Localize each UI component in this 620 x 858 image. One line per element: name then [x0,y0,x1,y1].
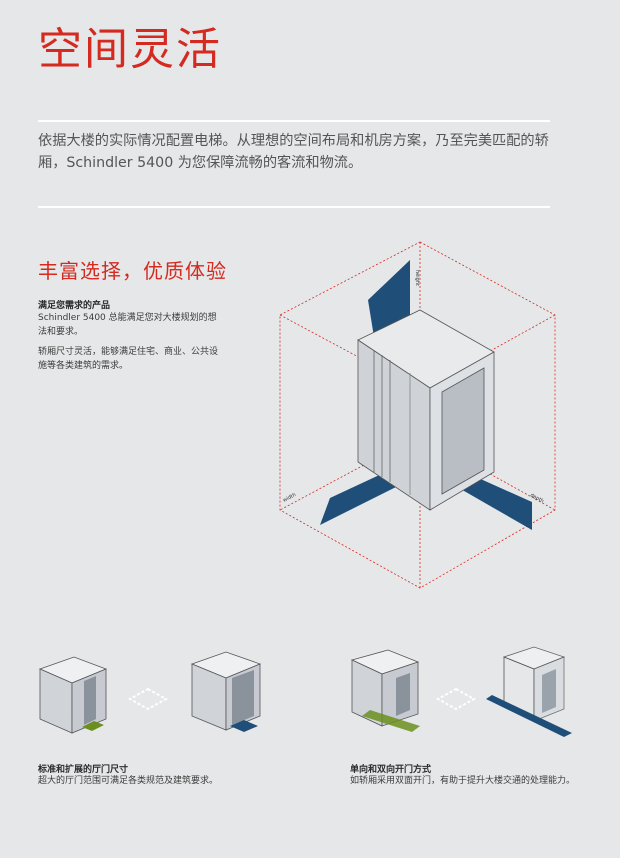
extended-door-car-diagram [190,651,262,732]
bottom-right-heading: 单向和双向开门方式 [350,765,432,775]
width-label: width [282,492,297,504]
bottom-left-text: 超大的厅门范围可满足各类规范及建筑要求。 [38,776,219,786]
option-connector-icon-2 [435,687,477,711]
page-title: 空间灵活 [38,24,222,75]
standard-door-car-diagram [38,656,108,734]
bottom-left-heading: 标准和扩展的厅门尺寸 [38,765,129,775]
feature-2-text: 轿厢尺寸灵活，能够满足住宅、商业、公共设施等各类建筑的需求。 [38,347,219,371]
intro-paragraph: 依据大楼的实际情况配置电梯。从理想的空间布局和机房方案，乃至完美匹配的轿厢，Sc… [38,133,549,171]
width-arrow [320,470,398,525]
bottom-right-text: 如轿厢采用双面开门，有助于提升大楼交通的处理能力。 [350,776,576,786]
section-subtitle: 丰富选择，优质体验 [38,259,227,283]
option-connector-icon [127,687,169,711]
blue-door-arrow [230,720,258,732]
height-label: height [414,270,420,286]
single-entrance-car-diagram [350,649,420,732]
feature-1-text: Schindler 5400 总能满足您对大楼规划的想法和要求。 [38,313,217,337]
elevator-dimension-diagram: height width depth [279,241,556,589]
divider-top [38,120,550,122]
feature-1-heading: 满足您需求的产品 [38,301,111,311]
green-flow-arrow [362,710,420,732]
green-door-arrow [82,721,104,731]
blue-flow-arrow [486,695,572,737]
through-entrance-car-diagram [486,646,572,737]
elevator-car [357,309,495,511]
divider-bottom [38,206,550,208]
